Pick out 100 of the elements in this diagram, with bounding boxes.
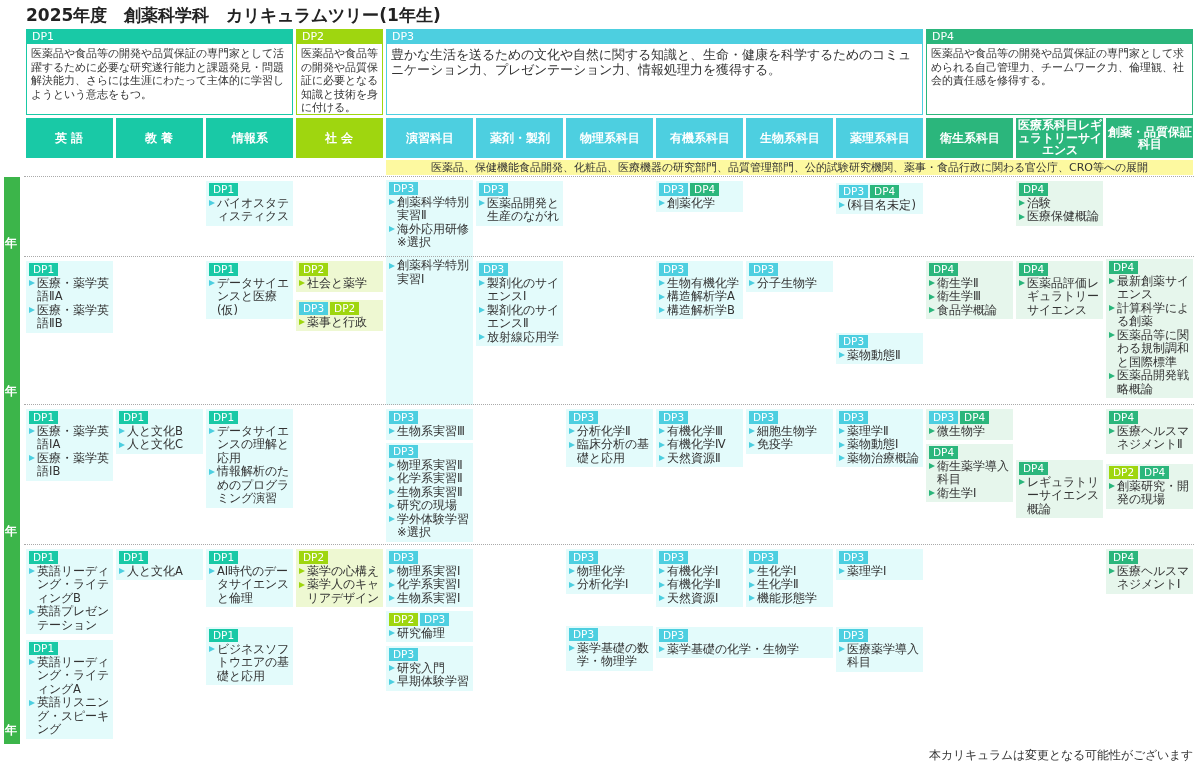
dp-tag: DP4: [929, 446, 959, 459]
course-name: 有機化学Ⅳ: [659, 438, 741, 452]
course-name: 創薬化学: [659, 196, 741, 210]
course-card: [836, 627, 923, 672]
course-card: [926, 444, 1013, 502]
course-name: 医療保健概論: [1019, 210, 1101, 224]
dp-tag: DP4: [929, 263, 959, 276]
dp-tag: DP4: [1019, 462, 1049, 475]
course-card: [656, 549, 743, 607]
course-card: [656, 261, 743, 319]
course-card: [926, 409, 1013, 440]
dp-tag: DP3: [299, 302, 329, 315]
course-card: [836, 333, 923, 364]
dp-tag: DP2: [1109, 466, 1139, 479]
course-name: 微生物学: [929, 424, 1011, 438]
course-name: 英語リスニング・スピーキング: [29, 696, 111, 737]
policy-heading: DP2: [297, 30, 382, 44]
dp-tag: DP3: [659, 629, 689, 642]
course-name: 医療ヘルスマネジメントⅠ: [1109, 564, 1191, 592]
course-card: [116, 409, 203, 454]
course-name: 薬物動態Ⅱ: [839, 348, 921, 362]
policy-panel: [296, 29, 383, 115]
course-name: 医療・薬学英語ⅡA: [29, 276, 111, 304]
course-card: [26, 549, 113, 634]
dp-tag: DP1: [29, 411, 59, 424]
course-card: [836, 183, 923, 214]
policy-panel: [926, 29, 1193, 115]
dp-tag: DP3: [839, 185, 869, 198]
course-card: [566, 549, 653, 594]
dp-tag: DP3: [749, 551, 779, 564]
category-header: 物理系科目: [566, 118, 653, 158]
course-card: [26, 640, 113, 739]
dp-tag: DP4: [870, 185, 900, 198]
course-name: 生物系実習Ⅰ: [389, 591, 471, 605]
dp-tag: DP3: [479, 183, 509, 196]
dp-tag: DP2: [299, 551, 329, 564]
course-name: 食品学概論: [929, 303, 1011, 317]
dp-tag: DP4: [1109, 551, 1139, 564]
course-name: 衛生学Ⅲ: [929, 290, 1011, 304]
course-card: [1016, 181, 1103, 226]
course-name: 放射線応用学: [479, 330, 561, 344]
course-name: 細胞生物学: [749, 424, 831, 438]
dp-tag: DP1: [119, 411, 149, 424]
dp-tag: DP2: [389, 613, 419, 626]
course-name: 分子生物学: [749, 276, 831, 290]
dp-tag: DP1: [29, 263, 59, 276]
policy-panel: [26, 29, 293, 115]
course-name: (科目名未定): [839, 198, 921, 212]
course-name: 創薬科学特別実習Ⅱ: [389, 195, 471, 223]
category-header: 衛生系科目: [926, 118, 1013, 158]
dp-tag: DP1: [209, 551, 239, 564]
dp-tag: DP3: [569, 411, 599, 424]
course-card: [296, 549, 383, 607]
dp-tag: DP3: [749, 411, 779, 424]
category-header: 有機系科目: [656, 118, 743, 158]
course-card: [206, 627, 293, 685]
course-name: 医療・薬学英語ⅠA: [29, 424, 111, 452]
course-name: 最新創薬サイエンス: [1109, 274, 1191, 302]
course-card: [566, 626, 653, 671]
course-name: 有機化学Ⅰ: [659, 564, 741, 578]
course-card: [1016, 261, 1103, 319]
course-card: [386, 443, 473, 542]
dp-tag: DP3: [839, 335, 869, 348]
category-header: 情報系: [206, 118, 293, 158]
dp-tag: DP3: [569, 551, 599, 564]
course-card: [746, 261, 833, 292]
course-name: レギュラトリーサイエンス概論: [1019, 475, 1101, 516]
course-name: 研究倫理: [389, 626, 471, 640]
dp-tag: DP3: [389, 551, 419, 564]
course-name: データサイエンスの理解と応用: [209, 424, 291, 465]
course-name: 海外応用研修※選択: [389, 222, 471, 250]
footnote: 本カリキュラムは変更となる可能性がございます: [928, 748, 1193, 763]
course-name: 衛生学Ⅱ: [929, 276, 1011, 290]
course-name: 有機化学Ⅲ: [659, 424, 741, 438]
course-card: [476, 181, 563, 226]
dp-tag: DP3: [659, 183, 689, 196]
page-title: 2025年度 創薬科学科 カリキュラムツリー(1年生): [26, 4, 441, 27]
course-name: 英語プレゼンテーション: [29, 605, 111, 632]
course-name: 化学系実習Ⅰ: [389, 578, 471, 592]
course-name: 生化学Ⅱ: [749, 578, 831, 592]
course-name: 衛生薬学導入科目: [929, 459, 1011, 487]
course-name: AI時代のデータサイエンスと倫理: [209, 564, 291, 605]
dp-tag: DP3: [839, 411, 869, 424]
course-name: 化学系実習Ⅱ: [389, 472, 471, 486]
course-name: バイオスタティスティクス: [209, 196, 291, 224]
course-name: 物理化学: [569, 564, 651, 578]
dp-tag: DP1: [119, 551, 149, 564]
course-card: [386, 611, 473, 642]
dp-tag: DP1: [29, 642, 59, 655]
course-card: [116, 549, 203, 580]
dp-tag: DP4: [690, 183, 720, 196]
course-name: 薬学基礎の化学・生物学: [659, 642, 831, 656]
dp-tag: DP4: [1109, 411, 1139, 424]
dp-tag: DP1: [209, 411, 239, 424]
dp-tag: DP3: [479, 263, 509, 276]
course-name: 構造解析学A: [659, 290, 741, 304]
year-label: 年: [5, 523, 17, 540]
course-name: 医療ヘルスマネジメントⅡ: [1109, 424, 1191, 452]
course-name: 学外体験学習※選択: [389, 512, 471, 540]
dp-tag: DP1: [209, 629, 239, 642]
